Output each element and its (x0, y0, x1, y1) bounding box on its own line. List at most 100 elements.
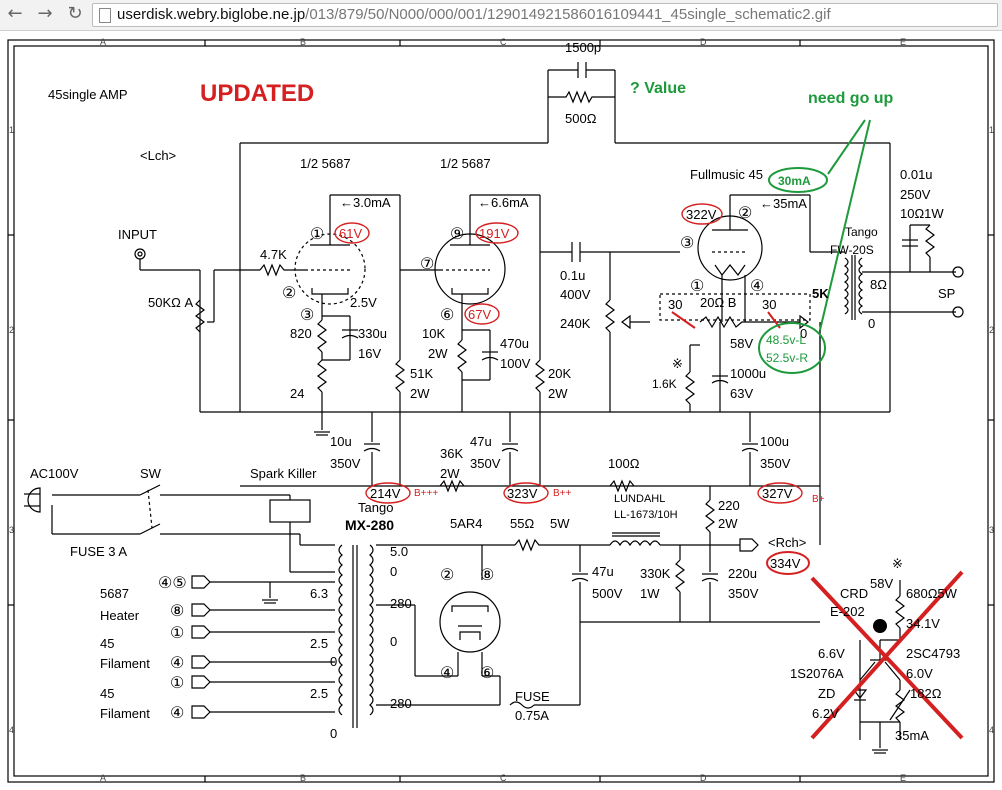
label-30-a: 30 (668, 297, 682, 312)
label-58v-b: 58V (870, 576, 893, 591)
lch-label: <Lch> (140, 148, 176, 163)
label-sp: SP (938, 286, 955, 301)
label-20k: 20K (548, 366, 571, 381)
url-text[interactable]: userdisk.webry.biglobe.ne.jp/013/879/50/… (117, 6, 831, 23)
col-label-b-bottom: B (300, 773, 306, 783)
label-ac100v: AC100V (30, 466, 79, 481)
label-350v-c: 350V (760, 456, 791, 471)
label-250v: 250V (900, 187, 931, 202)
page-icon (99, 8, 111, 23)
label-16v: 16V (358, 346, 381, 361)
col-label-e-bottom: E (900, 773, 906, 783)
col-label-a: A (100, 37, 106, 47)
label-tap-6-3: 6.3 (310, 586, 328, 601)
label-240k: 240K (560, 316, 591, 331)
label-20ohm-b: 20Ω B (700, 295, 736, 310)
forward-button[interactable]: → (34, 3, 56, 25)
back-button[interactable]: ← (4, 3, 26, 25)
pin-v3-1: ① (690, 278, 704, 295)
label-5ar4: 5AR4 (450, 516, 483, 531)
row-label-4: 4 (9, 725, 14, 735)
pin-v3-4: ④ (750, 278, 764, 295)
row-label-1-right: 1 (989, 125, 994, 135)
label-5k: 5K (812, 286, 829, 301)
col-label-e: E (900, 37, 906, 47)
pin-v2-9: ⑨ (450, 226, 464, 243)
label-350v-b: 350V (470, 456, 501, 471)
col-label-c-bottom: C (500, 773, 507, 783)
meas-191v: 191V (479, 226, 510, 241)
reload-button[interactable]: ↻ (64, 3, 86, 25)
label-24: 24 (290, 386, 304, 401)
label-1s2076a: 1S2076A (790, 666, 844, 681)
label-heater: Heater (100, 608, 140, 623)
label-fuse-075: FUSE (515, 689, 550, 704)
label-10k: 10K (422, 326, 445, 341)
label-8ohm: 8Ω (870, 277, 887, 292)
arrow-left-icon: ← (7, 3, 23, 24)
label-2w-d: 2W (440, 466, 460, 481)
label-51k: 51K (410, 366, 433, 381)
meas-327v: 327V (762, 486, 793, 501)
label-fullmusic-45: Fullmusic 45 (690, 167, 763, 182)
label-182ohm: 182Ω (910, 686, 942, 701)
label-820: 820 (290, 326, 312, 341)
pin-rect-8: ⑧ (480, 567, 494, 584)
label-crd: CRD (840, 586, 868, 601)
label-tap-280-b: 280 (390, 696, 412, 711)
row-label-2-right: 2 (989, 325, 994, 335)
updated-heading: UPDATED (200, 80, 314, 107)
url-host: userdisk.webry.biglobe.ne.jp (117, 6, 306, 23)
pin-v1-2: ② (282, 285, 296, 302)
label-6-6ma: ←6.6mA (478, 195, 529, 210)
pin-v2-6: ⑥ (440, 307, 454, 324)
label-2w-e: 2W (718, 516, 738, 531)
label-1-6k: 1.6K (652, 377, 677, 391)
row-label-2: 2 (9, 325, 14, 335)
label-350v-d: 350V (728, 586, 759, 601)
col-label-a-bottom: A (100, 773, 106, 783)
label-680ohm: 680Ω5W (906, 586, 958, 601)
label-input: INPUT (118, 227, 157, 242)
note-30ma: 30mA (778, 174, 811, 188)
label-10ohm-1w: 10Ω1W (900, 206, 944, 221)
label-half-5687-b: 1/2 5687 (440, 156, 491, 171)
label-b-plus-plus-plus: B+++ (414, 488, 438, 499)
address-bar[interactable]: userdisk.webry.biglobe.ne.jp/013/879/50/… (92, 3, 998, 27)
label-6-2v: 6.2V (812, 706, 839, 721)
browser-toolbar: ← → ↻ userdisk.webry.biglobe.ne.jp/013/8… (0, 0, 1002, 31)
label-sw: SW (140, 466, 162, 481)
note-52-5v: 52.5v-R (766, 351, 808, 365)
label-tap-2-5-a: 2.5 (310, 636, 328, 651)
label-36k: 36K (440, 446, 463, 461)
row-label-3: 3 (9, 525, 14, 535)
label-30-b: 30 (762, 297, 776, 312)
label-tap-0-a: 0 (390, 564, 397, 579)
label-100u: 100u (760, 434, 789, 449)
meas-61v: 61V (339, 226, 362, 241)
label-2w-c: 2W (548, 386, 568, 401)
label-4-7k: 4.7K (260, 247, 287, 262)
col-label-c: C (500, 37, 507, 47)
schematic-image: A B C D E A B C D E 1 2 3 4 1 2 3 4 45si… (0, 31, 1002, 785)
label-55ohm: 55Ω (510, 516, 534, 531)
pin-rect-2: ② (440, 567, 454, 584)
label-34-1v: 34.1V (906, 616, 940, 631)
meas-323v: 323V (507, 486, 538, 501)
label-35ma: ←35mA (760, 196, 807, 211)
label-lundahl: LUNDAHL (614, 493, 665, 505)
label-0-75a: 0.75A (515, 708, 549, 723)
pin-rect-4: ④ (440, 665, 454, 682)
label-mx-280: MX-280 (345, 517, 394, 533)
label-100v: 100V (500, 356, 531, 371)
pin-heater-1: ① (170, 625, 184, 642)
label-0-01u: 0.01u (900, 167, 933, 182)
arrow-right-icon: → (37, 3, 53, 24)
label-5w: 5W (550, 516, 570, 531)
label-100ohm: 100Ω (608, 456, 640, 471)
label-fw-20s: FW-20S (830, 243, 874, 257)
label-half-5687-a: 1/2 5687 (300, 156, 351, 171)
label-fuse-3a: FUSE 3 A (70, 544, 127, 559)
reload-icon: ↻ (67, 3, 83, 24)
label-ll1673: LL-1673/10H (614, 509, 678, 521)
